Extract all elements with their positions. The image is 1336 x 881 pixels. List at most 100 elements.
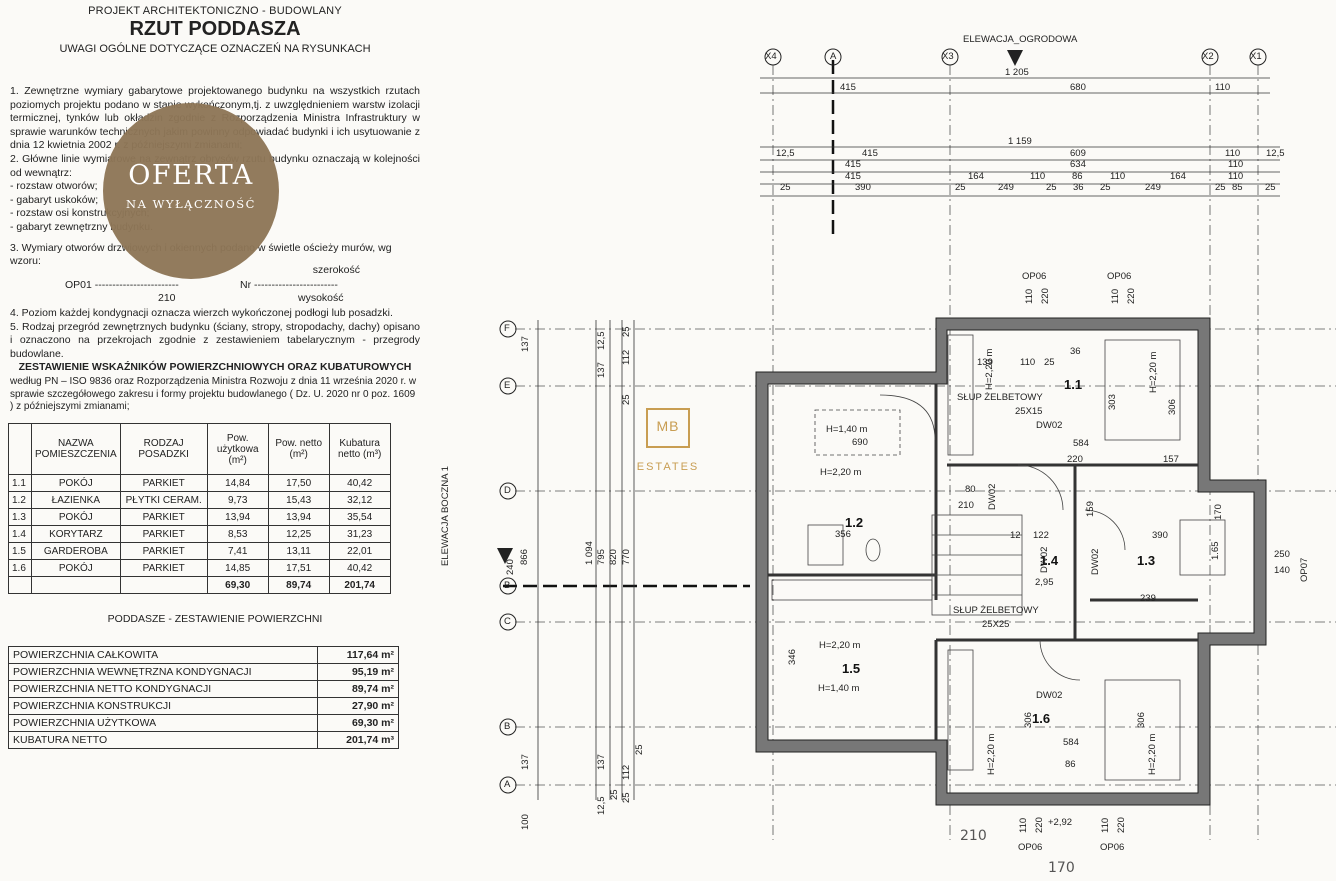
- dim-label: 239: [1140, 593, 1156, 604]
- table-cell: [8, 576, 32, 594]
- dim-label: 110: [1228, 171, 1244, 182]
- table-cell: 89,74 m²: [317, 680, 399, 698]
- note-2b: - gabaryt uskoków;: [10, 193, 99, 206]
- page-subtitle: UWAGI OGÓLNE DOTYCZĄCE OZNACZEŃ NA RYSUN…: [59, 43, 371, 55]
- dim-label: 25: [780, 182, 791, 193]
- axis-label: X1: [1250, 51, 1262, 62]
- column-label: SŁUP ŻELBETOWY: [957, 392, 1043, 403]
- dim-label: 140: [1274, 565, 1290, 576]
- dim-label: 137: [520, 754, 531, 770]
- dim-label: 12: [1010, 530, 1021, 541]
- table-cell: 69,30 m²: [317, 714, 399, 732]
- dim-label: 680: [1070, 82, 1086, 93]
- level-label: 2,95: [1035, 577, 1054, 588]
- axis-label: F: [504, 323, 510, 334]
- table-row: 1.1 POKÓJ PARKIET 14,84 17,50 40,42: [8, 474, 391, 492]
- dim-label: 220: [1126, 288, 1137, 304]
- dimension-lines: [537, 77, 1280, 800]
- level-label: +2,92: [1048, 817, 1073, 828]
- axis-label: X3: [942, 51, 954, 62]
- dim-label: 25: [1215, 182, 1226, 193]
- window-label: OP06: [1022, 271, 1047, 282]
- axis-marker: [499, 577, 517, 595]
- window-label: OP06: [1018, 842, 1043, 853]
- dim-label: 36: [1070, 346, 1081, 357]
- height-label: H=2,20 m: [820, 467, 862, 478]
- table-cell: 1.5: [8, 542, 32, 560]
- height-label: H=2,20 m: [819, 640, 861, 651]
- dim-label: 240: [505, 559, 516, 575]
- elevation-side-label: ELEWACJA BOCZNA 1: [440, 466, 451, 566]
- dim-label: 390: [855, 182, 871, 193]
- axis-marker: [499, 718, 517, 736]
- dim-label: 1 205: [1005, 67, 1029, 78]
- height-label: H=1,40 m: [818, 683, 860, 694]
- dim-label: 164: [968, 171, 984, 182]
- dim-label: 110: [1018, 817, 1029, 833]
- note-3-width: szerokość: [312, 264, 360, 276]
- dim-label: 820: [608, 549, 619, 565]
- dim-label: 12,5: [596, 331, 607, 351]
- stairs: [931, 514, 1023, 616]
- partitions: [768, 384, 1198, 740]
- axis-marker: [499, 320, 517, 338]
- axis-marker: [941, 48, 959, 66]
- dim-label: 36: [1073, 182, 1084, 193]
- handwritten-note: 170: [1048, 860, 1075, 876]
- dim-label: 584: [1073, 438, 1089, 449]
- dim-label: 220: [1040, 288, 1051, 304]
- room-label: 1.5: [842, 661, 861, 676]
- col-header: Kubatura netto (m³): [328, 423, 391, 475]
- height-label: H=1,40 m: [826, 424, 868, 435]
- dim-label: 112: [621, 349, 632, 365]
- outer-wall: [755, 317, 1267, 806]
- window-label: OP07: [1299, 557, 1310, 582]
- indicators-subtitle: według PN – ISO 9836 oraz Rozporządzenia…: [10, 376, 417, 412]
- room-label: 1.4: [1040, 553, 1059, 568]
- dim-label: 112: [621, 764, 632, 780]
- dim-label: 249: [998, 182, 1014, 193]
- dim-label: 415: [845, 171, 861, 182]
- dim-label: 110: [1228, 159, 1244, 170]
- dim-label: 137: [596, 362, 607, 378]
- table-cell: 27,90 m²: [317, 697, 399, 715]
- dim-label: 12,5: [596, 796, 607, 816]
- dim-label: 25: [621, 394, 632, 405]
- axis-marker: [824, 48, 842, 66]
- dim-label: 795: [596, 549, 607, 565]
- dim-label: 609: [1070, 148, 1086, 159]
- door-label: DW02: [1039, 546, 1050, 573]
- dim-label: 110: [1110, 288, 1121, 304]
- dim-label: 170: [1213, 504, 1224, 520]
- door-swing: [1017, 464, 1064, 511]
- dim-label: 306: [1136, 712, 1147, 728]
- dim-label: 634: [1070, 159, 1086, 170]
- dim-label: 137: [596, 754, 607, 770]
- summary-title: PODDASZE - ZESTAWIENIE POWIERZCHNI: [107, 613, 323, 625]
- lp-header: [8, 423, 32, 475]
- height-label: H=2,20 m: [1148, 351, 1159, 393]
- axis-label: B: [504, 580, 511, 591]
- dim-label: 12,5: [1266, 148, 1285, 159]
- axis-label: X4: [765, 51, 777, 62]
- note-2a: - rozstaw otworów;: [10, 180, 98, 193]
- dim-label: 25: [955, 182, 966, 193]
- room-label: 1.1: [1064, 377, 1083, 392]
- wardrobe: [771, 579, 933, 601]
- dim-label: 157: [1163, 454, 1179, 465]
- axis-label: E: [504, 380, 511, 391]
- axis-label: A: [504, 779, 511, 790]
- offer-stamp: [103, 103, 279, 279]
- dim-label: 100: [520, 814, 531, 830]
- dim-label: 25: [1046, 182, 1057, 193]
- dim-label: 220: [1034, 817, 1045, 833]
- dim-label: 306: [1023, 712, 1034, 728]
- shower-tray: [807, 524, 844, 566]
- door-label: DW02: [987, 483, 998, 510]
- height-label: H=2,20 m: [1147, 733, 1158, 775]
- dim-label: 1 159: [1008, 136, 1032, 147]
- axis-markers: [499, 48, 1267, 794]
